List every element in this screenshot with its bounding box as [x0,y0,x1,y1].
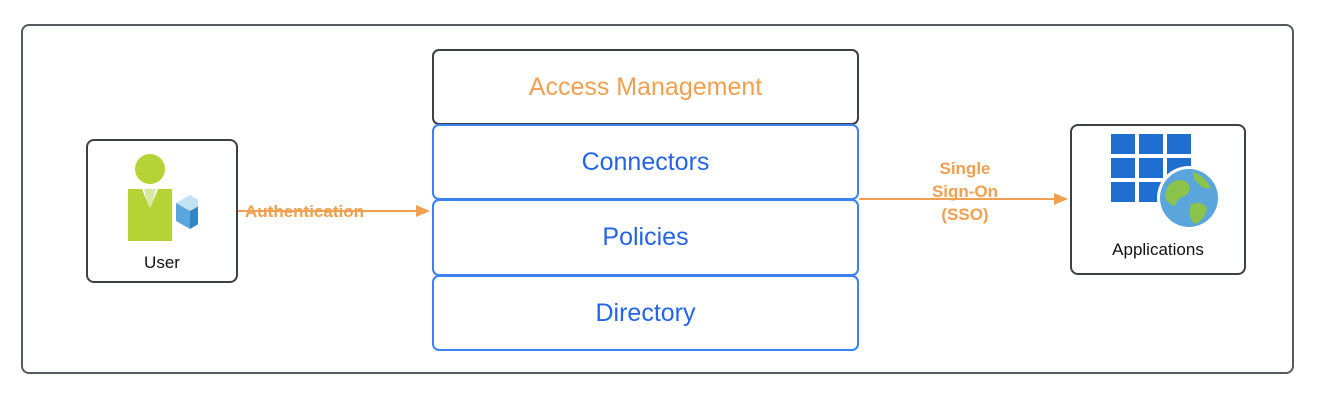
user-node: User [86,139,238,283]
sso-arrowhead [1054,193,1068,205]
user-label: User [144,253,180,272]
layer-directory-label: Directory [595,298,696,327]
applications-node: Applications [1070,124,1246,275]
authentication-label: Authentication [245,202,364,221]
layer-connectors-label: Connectors [581,147,710,176]
layer-access-management: Access Management [432,49,859,125]
applications-icon [1111,134,1221,230]
sso-label: Single Sign-On (SSO) [905,157,1025,226]
diagram-frame [21,24,1294,374]
layer-policies-label: Policies [602,223,689,251]
applications-label: Applications [1112,240,1204,259]
layer-directory: Directory [432,275,859,351]
authentication-arrowhead [416,205,430,217]
layer-policies: Policies [432,199,859,276]
sso-label-line-1: Single [939,159,991,178]
layer-connectors: Connectors [432,124,859,200]
user-icon [128,154,198,241]
sso-label-line-2: Sign-On [931,182,999,201]
sso-label-line-3: (SSO) [941,205,989,224]
layer-access-management-label: Access Management [528,72,763,101]
